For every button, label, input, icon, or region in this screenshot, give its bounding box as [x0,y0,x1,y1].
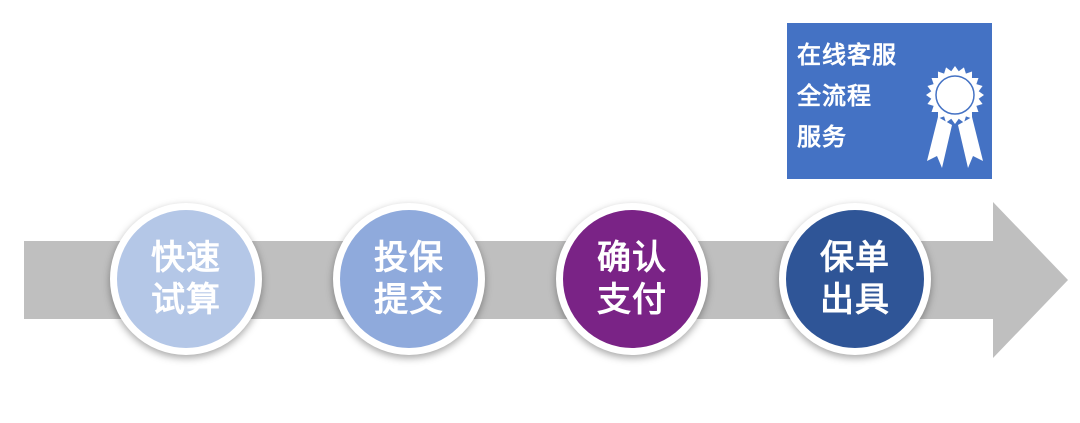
step-label-line2: 支付 [597,280,667,320]
step-submit-application[interactable]: 投保 提交 [333,203,485,355]
step-quick-quote[interactable]: 快速 试算 [110,203,262,355]
step-label-line1: 保单 [820,238,890,278]
service-line-3: 服务 [797,123,847,151]
step-confirm-payment[interactable]: 确认 支付 [556,203,708,355]
step-label-line1: 快速 [151,238,221,278]
step-label-line2: 提交 [374,280,444,320]
service-line-1: 在线客服 [797,41,897,69]
service-line-2: 全流程 [797,82,872,110]
step-issue-policy[interactable]: 保单 出具 [779,203,931,355]
step-label-line1: 投保 [374,238,444,278]
step-label-line2: 出具 [820,280,890,320]
online-service-box: 在线客服 全流程 服务 [787,23,992,179]
award-ribbon-icon [926,66,984,168]
step-label-line2: 试算 [151,280,221,320]
step-label-line1: 确认 [597,238,667,278]
service-text: 在线客服 全流程 服务 [797,35,992,158]
